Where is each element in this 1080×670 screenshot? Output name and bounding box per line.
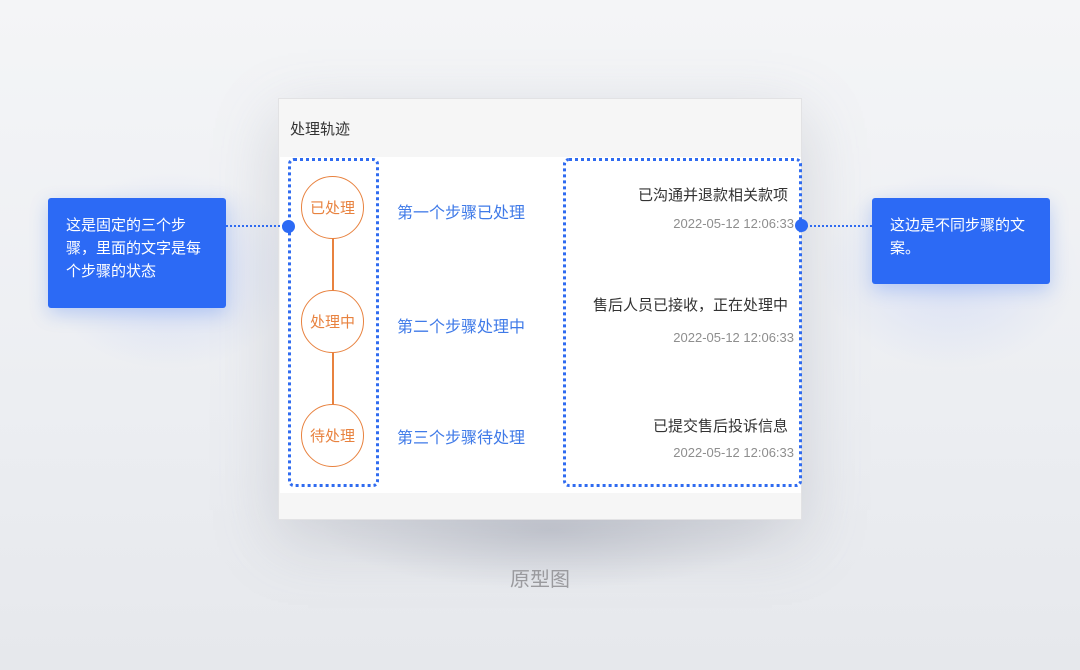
- step-status-label: 已处理: [309, 199, 355, 217]
- step-description-3: 第三个步骤待处理: [397, 428, 526, 447]
- step-message-2: 售后人员已接收，正在处理中: [592, 296, 788, 314]
- step-connector-2: [332, 353, 334, 405]
- anchor-dot-right: [795, 219, 808, 232]
- step-status-circle-3: 待处理: [301, 404, 364, 467]
- annotation-text-right: 这边是不同步骤的文案。: [890, 216, 1026, 257]
- card-body: [280, 157, 801, 493]
- step-status-circle-1: 已处理: [301, 176, 364, 239]
- step-status-label: 待处理: [309, 427, 355, 445]
- leader-line-right: [806, 225, 872, 227]
- figure-caption: 原型图: [510, 567, 570, 591]
- anchor-dot-left: [282, 220, 295, 233]
- annotation-callout-right: 这边是不同步骤的文案。: [872, 198, 1050, 284]
- step-status-label: 处理中: [309, 313, 355, 331]
- step-timestamp-1: 2022-05-12 12:06:33: [673, 216, 794, 231]
- card-title: 处理轨迹: [290, 120, 351, 138]
- step-message-3: 已提交售后投诉信息: [652, 417, 788, 435]
- step-message-1: 已沟通并退款相关款项: [637, 186, 788, 204]
- steps-highlight-box: [288, 158, 379, 487]
- step-description-1: 第一个步骤已处理: [397, 203, 526, 222]
- step-description-2: 第二个步骤处理中: [397, 317, 526, 336]
- step-timestamp-2: 2022-05-12 12:06:33: [673, 330, 794, 345]
- step-status-circle-2: 处理中: [301, 290, 364, 353]
- leader-line-left: [226, 225, 288, 227]
- annotation-callout-left: 这是固定的三个步骤，里面的文字是每个步骤的状态: [48, 198, 226, 308]
- messages-highlight-box: [563, 158, 802, 487]
- step-timestamp-3: 2022-05-12 12:06:33: [673, 445, 794, 460]
- annotation-text-left: 这是固定的三个步骤，里面的文字是每个步骤的状态: [66, 216, 202, 280]
- step-connector-1: [332, 238, 334, 291]
